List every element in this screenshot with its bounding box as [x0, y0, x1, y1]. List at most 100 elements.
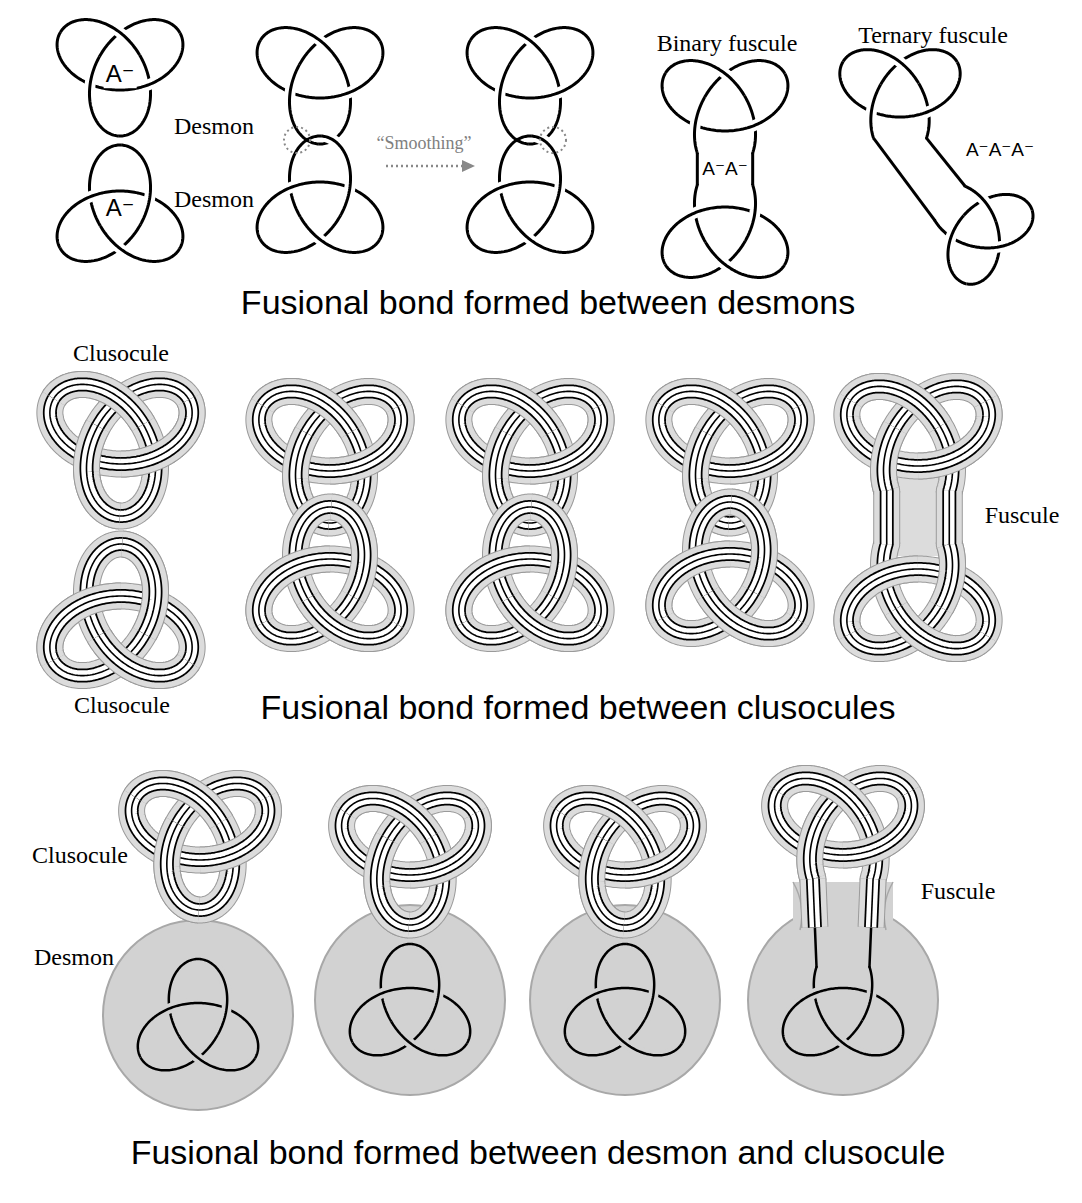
fuscule-knot	[965, 186, 996, 221]
desmon-knot	[824, 1022, 899, 1056]
part-name: Desmon	[174, 186, 254, 214]
desmon-knot	[626, 944, 654, 1020]
desmon-knot	[199, 959, 227, 1035]
clusocule-tube	[122, 544, 155, 634]
clusocule-tube	[330, 407, 401, 471]
desmon-knot	[350, 988, 410, 1042]
desmon-knot	[862, 967, 872, 1021]
clusocule-tube	[122, 544, 155, 634]
fusional-bond	[948, 491, 950, 544]
clusocule-tube	[463, 391, 553, 431]
clusocule-tube	[625, 813, 693, 875]
fuscule-tube	[775, 778, 912, 879]
fuscule-knot	[666, 61, 745, 96]
desmon-knot	[138, 959, 258, 1070]
clusocule-tube	[557, 798, 694, 925]
clusocule-tube	[132, 783, 269, 910]
fuscule-tube	[810, 818, 821, 879]
clusocule-tube	[50, 384, 192, 516]
fuscule-tube	[847, 544, 989, 649]
fuscule-knot	[843, 50, 918, 84]
clusocule-tube	[592, 839, 624, 925]
clusocule-tube	[167, 824, 199, 910]
clusocule-tube	[121, 400, 192, 464]
clusocule-tube	[259, 507, 401, 639]
clusocule-tube	[99, 636, 189, 676]
clusocule-tube	[708, 594, 798, 634]
clusocule-tube	[135, 783, 221, 821]
desmon-knot	[350, 988, 410, 1042]
desmon-knot	[411, 944, 439, 1020]
desmon-knot	[606, 1022, 682, 1056]
fuscule-knot	[843, 50, 918, 84]
fuscule-tube	[941, 544, 953, 607]
clusocule-tube	[263, 391, 353, 431]
clusocule-tube	[410, 813, 478, 875]
clusocule-tube	[86, 426, 119, 516]
fuscule-tube	[810, 818, 821, 879]
clusocule-tube	[99, 636, 189, 676]
smoothing-arrowhead	[462, 160, 475, 172]
fuscule-tube	[883, 428, 895, 491]
clusocule-tube	[708, 594, 798, 634]
fuscule-tube	[941, 544, 953, 607]
clusocule-tube	[560, 798, 646, 836]
clusocule-tube	[708, 594, 798, 634]
fusional-bond	[869, 927, 871, 967]
desmon-knot	[138, 1003, 198, 1057]
clusocule-tube	[659, 502, 801, 634]
clusocule-tube	[463, 391, 553, 431]
clusocule-tube	[135, 783, 221, 821]
clusocule-tube	[54, 384, 144, 424]
fuscule-knot	[975, 210, 1033, 248]
fusional-bond	[813, 879, 815, 927]
desmon-knot	[320, 41, 383, 98]
clusocule-tube	[731, 502, 764, 592]
clusocule-tube	[263, 391, 353, 431]
ion-label: A⁻	[104, 60, 137, 88]
clusocule-tube	[410, 813, 478, 875]
clusocule-tube	[463, 391, 553, 431]
fusional-bond	[937, 491, 962, 544]
clusocule-tube	[377, 839, 409, 925]
clusocule-tube	[50, 596, 121, 660]
clusocule-tube	[410, 813, 478, 875]
clusocule-tube	[459, 559, 530, 623]
clusocule-tube	[342, 798, 479, 925]
clusocule-tube	[659, 554, 730, 618]
fusional-bond	[881, 491, 892, 544]
fuscule-tube	[847, 386, 989, 491]
clusocule-tube	[132, 783, 269, 910]
fusional-bond	[751, 153, 754, 185]
clusocule-tube	[121, 400, 192, 464]
clusocule-tube	[659, 554, 730, 618]
clusocule-tube	[50, 596, 121, 660]
fusional-bond	[813, 879, 815, 927]
clusocule-tube	[50, 596, 121, 660]
fuscule-knot	[935, 186, 1033, 284]
fuscule-knot	[948, 215, 967, 283]
clusocule-tube	[86, 426, 119, 516]
fuscule-tube	[775, 778, 912, 879]
fuscule-tube	[775, 778, 912, 879]
clusocule-tube	[663, 391, 753, 431]
clusocule-tube	[263, 391, 353, 431]
fuscule-knot	[662, 61, 788, 153]
clusocule-tube	[259, 559, 330, 623]
clusocule-tube	[592, 839, 624, 925]
clusocule-tube	[459, 559, 530, 623]
fuscule-tube	[941, 544, 953, 607]
fusional-bond	[880, 491, 894, 544]
clusocule-tube	[659, 554, 730, 618]
fuscule-tube	[896, 609, 985, 649]
desmon-knot	[320, 41, 383, 98]
desmon-knot	[530, 41, 593, 98]
clusocule-tube	[459, 507, 601, 639]
clusocule-tube	[410, 813, 478, 875]
fusional-bond	[871, 879, 873, 927]
clusocule-tube	[50, 544, 192, 676]
clusocule-tube	[625, 813, 693, 875]
clusocule-tube	[121, 400, 192, 464]
desmon-knot	[565, 988, 625, 1042]
